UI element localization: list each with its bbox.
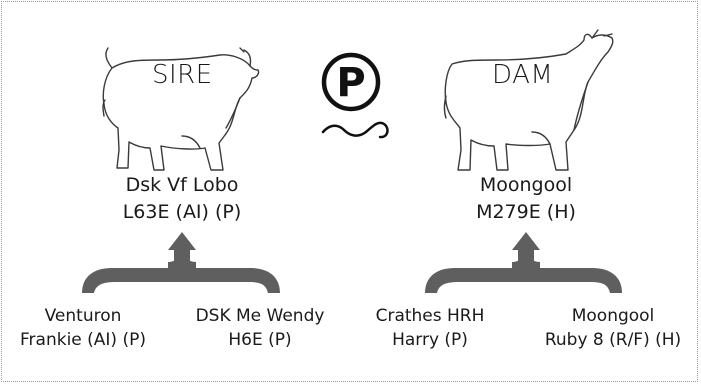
dam-name-line1: Moongool xyxy=(479,174,573,196)
dam-name-line2: M279E (H) xyxy=(476,201,576,223)
sire-parent-left-line2: Frankie (AI) (P) xyxy=(20,330,146,350)
dam-parent-right-line2: Ruby 8 (R/F) (H) xyxy=(544,330,682,350)
dam-parent-right-line1: Moongool xyxy=(571,306,655,326)
sire-parent-left-line1: Venturon xyxy=(44,306,122,326)
sire-parent-right: DSK Me Wendy H6E (P) xyxy=(185,304,335,352)
sire-name-line2: L63E (AI) (P) xyxy=(122,201,242,223)
sire-title: SIRE xyxy=(152,60,213,90)
sire-parent-right-line2: H6E (P) xyxy=(228,330,292,350)
dam-title: DAM xyxy=(492,60,554,90)
polled-letter: P xyxy=(336,60,365,106)
sire-parent-right-line1: DSK Me Wendy xyxy=(195,306,325,326)
sire-parent-left: Venturon Frankie (AI) (P) xyxy=(8,304,158,352)
dam-parent-right: Moongool Ruby 8 (R/F) (H) xyxy=(532,304,694,352)
polled-icon: P xyxy=(321,52,389,139)
dam-parent-left-line2: Harry (P) xyxy=(392,330,468,350)
dam-name: Moongool M279E (H) xyxy=(446,172,606,226)
sire-bracket-arrow xyxy=(82,232,280,293)
cow-icon xyxy=(443,29,614,171)
dam-parent-left-line1: Crathes HRH xyxy=(375,306,485,326)
dam-bracket-arrow xyxy=(425,232,622,293)
dam-parent-left: Crathes HRH Harry (P) xyxy=(355,304,505,352)
sire-name-line1: Dsk Vf Lobo xyxy=(125,174,239,196)
bull-icon xyxy=(102,47,260,171)
sire-name: Dsk Vf Lobo L63E (AI) (P) xyxy=(102,172,262,226)
